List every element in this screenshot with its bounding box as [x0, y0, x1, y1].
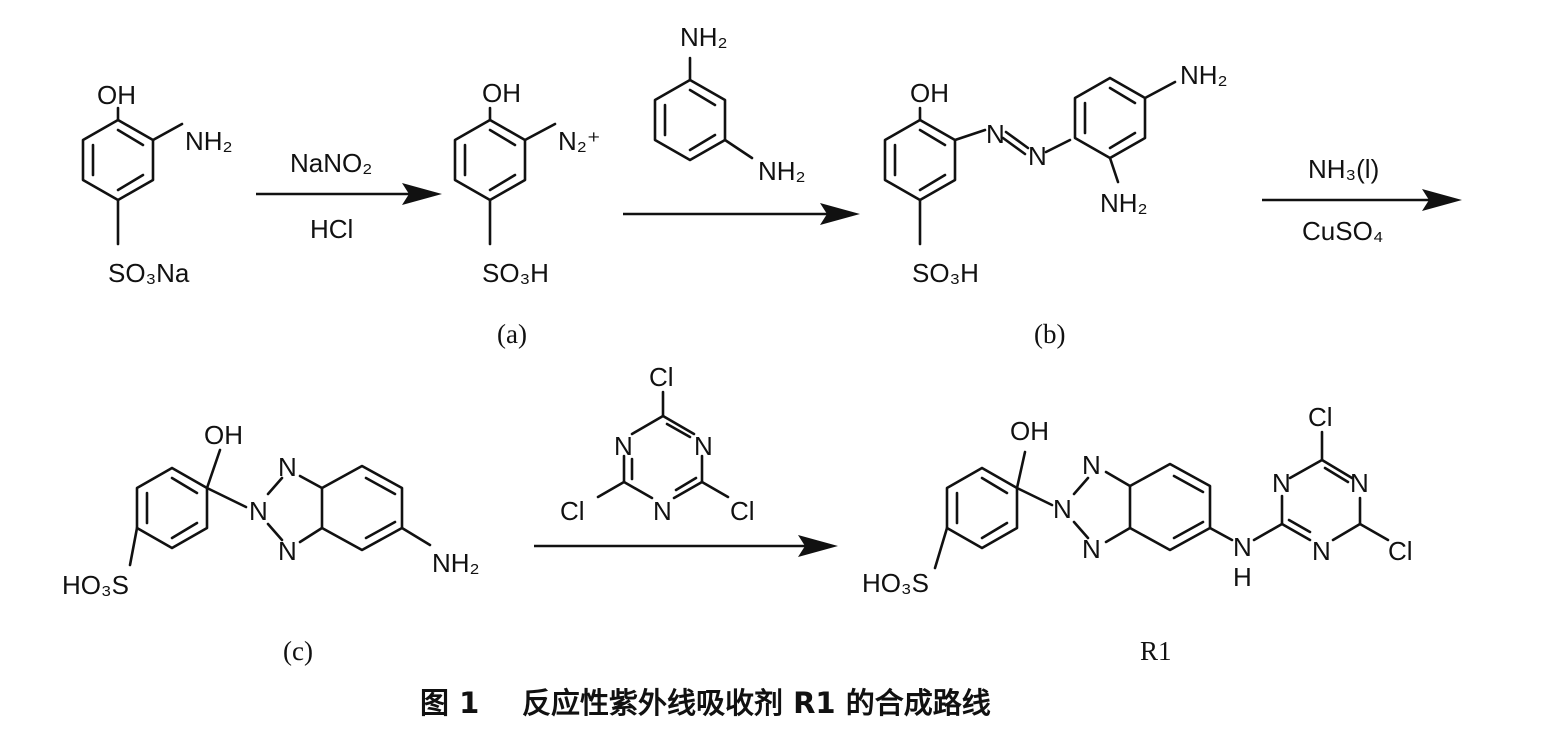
cc-cl-right: Cl	[730, 496, 755, 526]
c-ho3s: HO₃S	[62, 570, 129, 600]
r1-triazine-n2: N	[1350, 468, 1369, 498]
c-oh: OH	[204, 420, 243, 450]
b-azo-n1: N	[986, 119, 1005, 149]
cc-n-right: N	[694, 431, 713, 461]
r1-n-bot: N	[1082, 534, 1101, 564]
a-oh: OH	[482, 78, 521, 108]
r1-cl-top: Cl	[1308, 402, 1333, 432]
product-r1: OH N N N N H N N N Cl Cl HO₃S	[862, 402, 1413, 598]
r1-nh-n: N	[1233, 532, 1252, 562]
b-azo-n2: N	[1028, 141, 1047, 171]
start-nh2: NH₂	[185, 126, 233, 156]
reagent-acid: HCl	[310, 214, 353, 244]
b-nh2-top: NH₂	[1180, 60, 1228, 90]
figure-number: 图 1	[420, 686, 479, 720]
arrow-2	[623, 203, 860, 225]
r1-triazine-n1: N	[1272, 468, 1291, 498]
r1-n-mid: N	[1053, 494, 1072, 524]
start-oh: OH	[97, 80, 136, 110]
compound-c: OH N N N NH₂ HO₃S	[62, 420, 480, 600]
arrow-1: NaNO₂ HCl	[256, 148, 442, 244]
arrow-3: NH₃(l) CuSO₄	[1262, 154, 1462, 246]
c-n-top: N	[278, 452, 297, 482]
coupler-nh2-top: NH₂	[680, 22, 728, 52]
c-n-mid: N	[249, 496, 268, 526]
label-c: (c)	[283, 636, 313, 666]
cc-cl-top: Cl	[649, 362, 674, 392]
compound-b: OH N N NH₂ NH₂ SO₃H	[883, 60, 1228, 288]
r1-ho3s: HO₃S	[862, 568, 929, 598]
c-nh2: NH₂	[432, 548, 480, 578]
b-so3h: SO₃H	[912, 258, 979, 288]
coupler-nh2-bottom: NH₂	[758, 156, 806, 186]
a-diazonium: N₂⁺	[558, 126, 601, 156]
a-so3h: SO₃H	[482, 258, 549, 288]
reagent-copper: CuSO₄	[1302, 216, 1383, 246]
label-b: (b)	[1034, 319, 1065, 349]
r1-triazine-n3: N	[1312, 536, 1331, 566]
c-n-bot: N	[278, 536, 297, 566]
b-oh: OH	[910, 78, 949, 108]
cc-n-left: N	[614, 431, 633, 461]
starting-material: OH NH₂ SO₃Na	[81, 80, 233, 288]
r1-nh-h: H	[1233, 562, 1252, 592]
b-nh2-bottom: NH₂	[1100, 188, 1148, 218]
r1-n-top: N	[1082, 450, 1101, 480]
reagent-ammonia: NH₃(l)	[1308, 154, 1379, 184]
start-so3na: SO₃Na	[108, 258, 190, 288]
coupler-m-phenylenediamine: NH₂ NH₂	[653, 22, 806, 186]
label-r1: R1	[1140, 636, 1172, 666]
cyanuric-chloride: Cl N N N Cl Cl	[560, 362, 755, 526]
reagent-nitrite: NaNO₂	[290, 148, 372, 178]
figure-title: 反应性紫外线吸收剂 R1 的合成路线	[522, 686, 991, 720]
r1-oh: OH	[1010, 416, 1049, 446]
compound-a: OH N₂⁺ SO₃H	[453, 78, 601, 288]
label-a: (a)	[497, 319, 527, 349]
cc-n-bottom: N	[653, 496, 672, 526]
cc-cl-left: Cl	[560, 496, 585, 526]
arrow-4	[534, 535, 838, 557]
r1-cl-right: Cl	[1388, 536, 1413, 566]
